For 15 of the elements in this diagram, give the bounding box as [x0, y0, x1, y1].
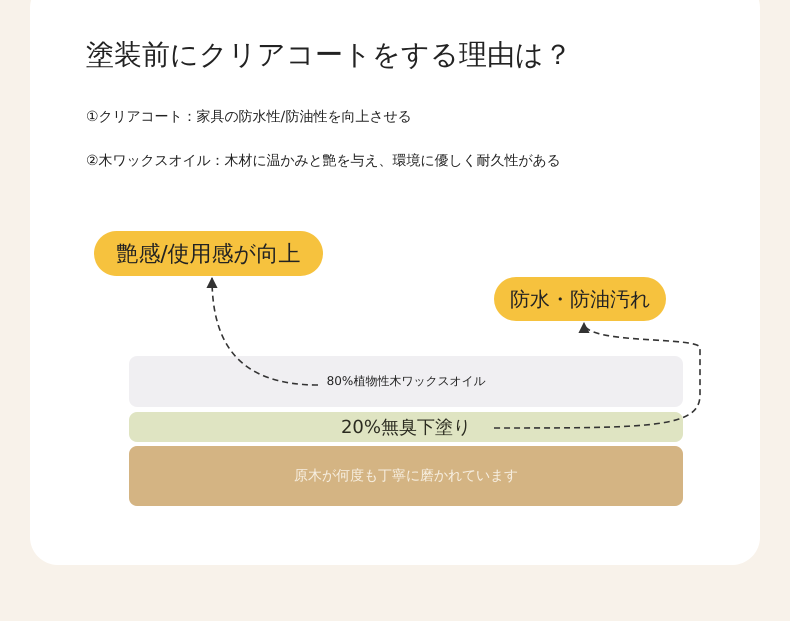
dashed-arrow: [494, 322, 701, 429]
wood-layer: [129, 446, 683, 506]
note-text: ②木ワックスオイル：木材に温かみと艶を与え、環境に優しく耐久性がある: [86, 152, 561, 170]
node-text: 原木が何度も丁寧に磨かれています: [294, 467, 518, 485]
feature-pill: [94, 231, 323, 276]
wax-oil-layer: [129, 356, 683, 407]
note-text: ①クリアコート：家具の防水性/防油性を向上させる: [86, 108, 412, 126]
dashed-arrow: [206, 276, 318, 386]
node-text: 艶感/使用感が向上: [116, 240, 301, 268]
undercoat-layer: [129, 412, 683, 442]
title: 塗装前にクリアコートをする理由は？: [86, 37, 572, 73]
node-text: 防水・防油汚れ: [510, 286, 650, 312]
node-text: 20%無臭下塗り: [340, 416, 471, 439]
node-text: 80%植物性木ワックスオイル: [326, 373, 486, 390]
feature-pill: [494, 277, 666, 321]
